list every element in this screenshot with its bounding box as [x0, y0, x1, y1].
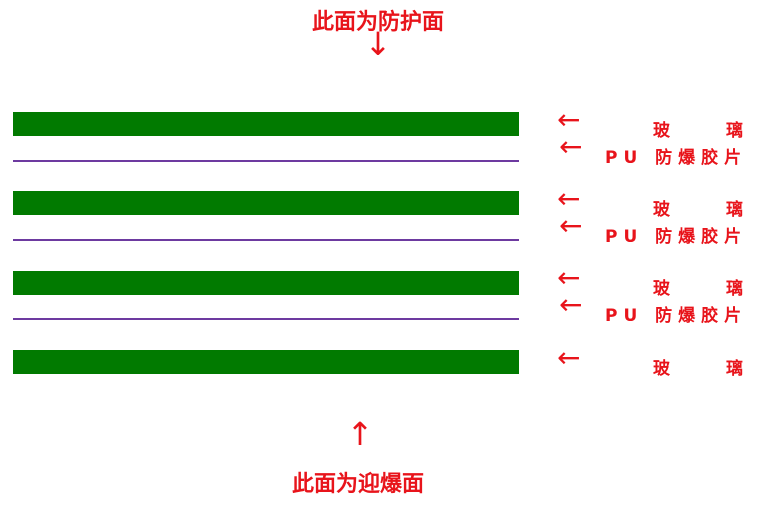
glass-label: 玻 璃	[653, 274, 743, 299]
glass-label-char: 玻	[653, 200, 670, 220]
glass-layer-1	[13, 112, 519, 136]
glass-label-char: 玻	[653, 279, 670, 299]
glass-label-char: 玻	[653, 121, 670, 141]
pu-film-label: PU 防爆胶片	[605, 227, 748, 247]
arrow-down-icon: ↓	[364, 25, 392, 63]
protective-side-caption: 此面为防护面	[311, 10, 445, 35]
arrow-left-icon: ←	[557, 182, 581, 215]
pu-film-layer-2	[13, 239, 519, 241]
glass-label-char: 璃	[726, 121, 743, 141]
glass-label: 玻 璃	[653, 195, 743, 220]
arrow-left-icon: ←	[557, 341, 581, 374]
glass-label-char: 璃	[726, 200, 743, 220]
arrow-left-icon: ←	[559, 288, 583, 321]
pu-film-label: PU 防爆胶片	[605, 306, 748, 326]
glass-label-char: 玻	[653, 359, 670, 379]
glass-label-char: 璃	[726, 359, 743, 379]
pu-film-layer-1	[13, 160, 519, 162]
glass-label-char: 璃	[726, 279, 743, 299]
arrow-up-icon: ↑	[346, 415, 374, 453]
arrow-left-icon: ←	[559, 209, 583, 242]
arrow-left-icon: ←	[557, 103, 581, 136]
glass-layer-3	[13, 271, 519, 295]
glass-label: 玻 璃	[653, 354, 743, 379]
pu-film-label: PU 防爆胶片	[605, 148, 748, 168]
glass-layer-4	[13, 350, 519, 374]
glass-layer-2	[13, 191, 519, 215]
blast-side-caption: 此面为迎爆面	[291, 472, 425, 497]
arrow-left-icon: ←	[559, 130, 583, 163]
glass-label: 玻 璃	[653, 116, 743, 141]
pu-film-layer-3	[13, 318, 519, 320]
arrow-left-icon: ←	[557, 261, 581, 294]
